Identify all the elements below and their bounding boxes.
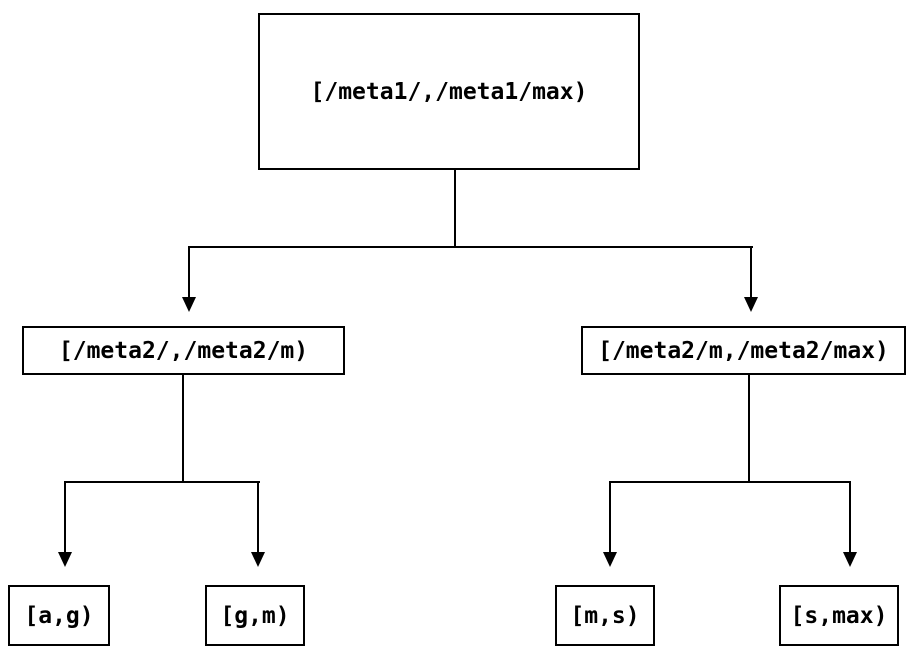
- arrow-down-icon: [603, 552, 617, 567]
- tree-node-left-child: [/meta2/,/meta2/m): [22, 326, 345, 375]
- connector-line-root-drop-left: [188, 246, 190, 299]
- arrow-down-icon: [182, 297, 196, 312]
- connector-line-right-child-stem: [748, 375, 750, 482]
- arrow-down-icon: [843, 552, 857, 567]
- connector-line-right-child-bar: [609, 481, 851, 483]
- connector-line-root-stem: [454, 170, 456, 247]
- tree-node-right-child: [/meta2/m,/meta2/max): [581, 326, 906, 375]
- connector-line-right-child-drop-c: [609, 481, 611, 554]
- connector-line-right-child-drop-d: [849, 481, 851, 554]
- connector-line-left-child-stem: [182, 375, 184, 482]
- tree-node-leaf-ms: [m,s): [555, 585, 655, 646]
- arrow-down-icon: [251, 552, 265, 567]
- tree-node-leaf-ag: [a,g): [8, 585, 110, 646]
- arrow-down-icon: [744, 297, 758, 312]
- connector-line-left-child-drop-a: [64, 481, 66, 554]
- arrow-down-icon: [58, 552, 72, 567]
- connector-line-left-child-bar: [64, 481, 260, 483]
- tree-node-leaf-gm: [g,m): [205, 585, 305, 646]
- connector-line-root-drop-right: [750, 246, 752, 299]
- connector-line-left-child-drop-b: [257, 481, 259, 554]
- tree-node-root: [/meta1/,/meta1/max): [258, 13, 640, 170]
- connector-line-root-bar: [188, 246, 753, 248]
- tree-node-leaf-smax: [s,max): [779, 585, 899, 646]
